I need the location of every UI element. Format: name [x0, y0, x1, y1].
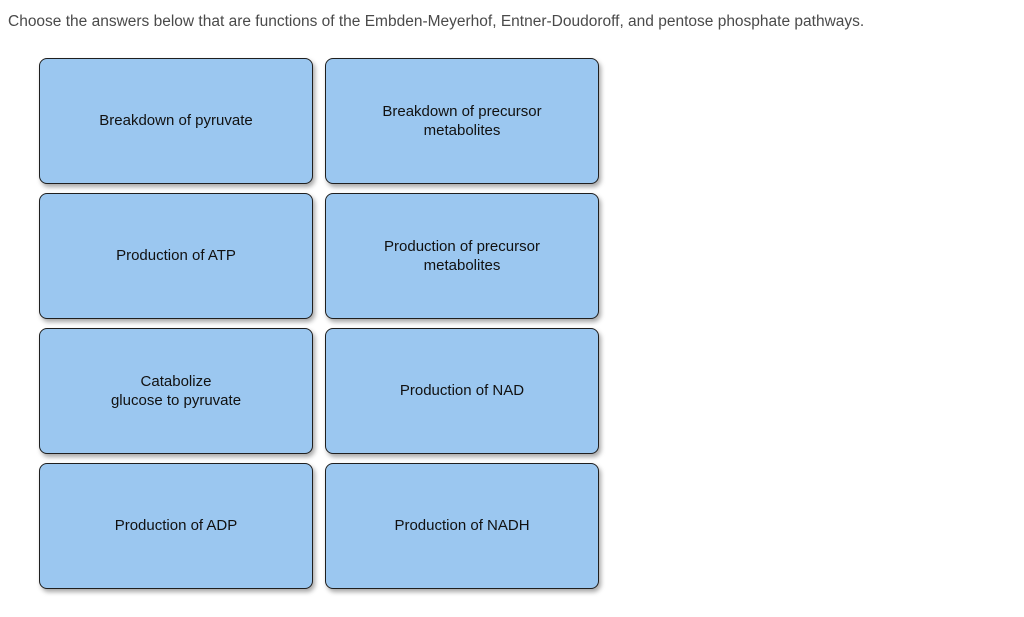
answer-option-production-of-nadh[interactable]: Production of NADH — [325, 463, 599, 589]
answer-option-production-of-atp[interactable]: Production of ATP — [39, 193, 313, 319]
answer-option-production-of-nad[interactable]: Production of NAD — [325, 328, 599, 454]
answer-option-label: Production of ATP — [116, 247, 236, 265]
answer-option-breakdown-of-precursor-metabolites[interactable]: Breakdown of precursor metabolites — [325, 58, 599, 184]
answer-option-label: Breakdown of pyruvate — [99, 112, 253, 130]
answer-option-label: Production of NADH — [394, 517, 530, 535]
answer-option-production-of-adp[interactable]: Production of ADP — [39, 463, 313, 589]
answer-option-label: Breakdown of precursor metabolites — [382, 102, 542, 140]
answer-option-label: Catabolize glucose to pyruvate — [110, 372, 242, 410]
answer-option-label: Production of ADP — [114, 517, 238, 535]
question-prompt: Choose the answers below that are functi… — [8, 13, 865, 30]
answer-option-breakdown-of-pyruvate[interactable]: Breakdown of pyruvate — [39, 58, 313, 184]
answer-option-catabolize-glucose-to-pyruvate[interactable]: Catabolize glucose to pyruvate — [39, 328, 313, 454]
answer-option-production-of-precursor-metabolites[interactable]: Production of precursor metabolites — [325, 193, 599, 319]
answer-options-grid: Breakdown of pyruvate Breakdown of precu… — [39, 58, 599, 589]
answer-option-label: Production of precursor metabolites — [384, 237, 540, 275]
answer-option-label: Production of NAD — [399, 382, 525, 400]
